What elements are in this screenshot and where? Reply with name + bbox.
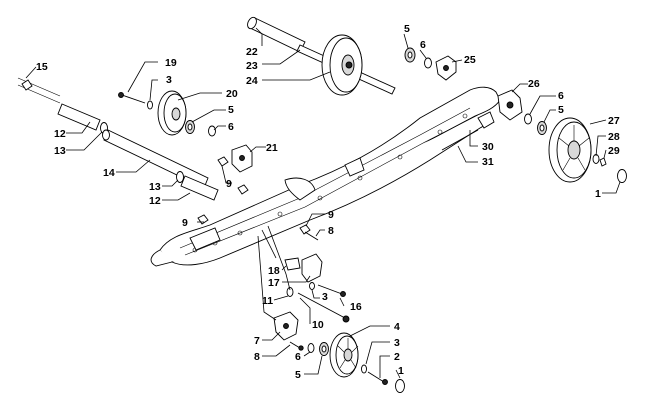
center-brackets xyxy=(197,144,319,241)
callout-6: 6 xyxy=(295,351,301,363)
callout-12: 12 xyxy=(54,128,66,140)
rear-wheel-assembly xyxy=(441,89,627,183)
callout-21: 21 xyxy=(266,142,278,154)
callout-31: 31 xyxy=(482,156,494,168)
callout-11: 11 xyxy=(262,295,273,307)
callout-5: 5 xyxy=(558,104,564,116)
lower-wheel-assembly xyxy=(273,311,405,393)
callout-5: 5 xyxy=(404,23,410,35)
callout-9: 9 xyxy=(182,217,188,229)
callout-3: 3 xyxy=(322,291,328,303)
callout-26: 26 xyxy=(528,78,540,90)
callout-29: 29 xyxy=(608,145,620,157)
callout-6: 6 xyxy=(558,90,564,102)
callout-24: 24 xyxy=(246,75,258,87)
callout-13: 13 xyxy=(149,181,161,193)
front-axle-assembly xyxy=(17,77,219,201)
upper-idler-assembly xyxy=(247,16,457,96)
slide-rail-frame xyxy=(150,86,501,267)
callout-8: 8 xyxy=(328,225,334,237)
callout-23: 23 xyxy=(246,60,258,72)
callout-13: 13 xyxy=(54,145,66,157)
callout-1: 1 xyxy=(595,188,601,200)
callout-16: 16 xyxy=(350,301,362,313)
callout-9: 9 xyxy=(226,178,232,190)
rail-holes xyxy=(192,113,468,253)
callout-22: 22 xyxy=(246,46,258,58)
callout-6: 6 xyxy=(420,39,426,51)
callout-14: 14 xyxy=(103,167,115,179)
upper-left-idler xyxy=(118,90,216,137)
callout-5: 5 xyxy=(228,104,234,116)
callout-18: 18 xyxy=(268,265,280,277)
lower-suspension-parts xyxy=(284,253,350,323)
callout-9: 9 xyxy=(328,209,334,221)
callout-labels: 15 19 3 20 5 6 12 13 14 13 12 21 9 9 9 8… xyxy=(36,23,620,381)
callout-7: 7 xyxy=(254,335,260,347)
callout-19: 19 xyxy=(165,57,177,69)
callout-20: 20 xyxy=(226,88,238,100)
callout-28: 28 xyxy=(608,131,620,143)
callout-8: 8 xyxy=(254,351,260,363)
callout-12: 12 xyxy=(149,195,161,207)
callout-1: 1 xyxy=(398,365,404,377)
callout-3: 3 xyxy=(166,74,172,86)
leader-lines xyxy=(25,27,621,379)
callout-30: 30 xyxy=(482,141,494,153)
callout-10: 10 xyxy=(312,319,324,331)
callout-6: 6 xyxy=(228,121,234,133)
callout-3: 3 xyxy=(394,337,400,349)
callout-17: 17 xyxy=(268,277,280,289)
callout-25: 25 xyxy=(464,54,476,66)
callout-15: 15 xyxy=(36,61,48,73)
callout-4: 4 xyxy=(394,321,400,333)
callout-2: 2 xyxy=(394,351,400,363)
callout-5: 5 xyxy=(295,369,301,381)
callout-27: 27 xyxy=(608,115,620,127)
